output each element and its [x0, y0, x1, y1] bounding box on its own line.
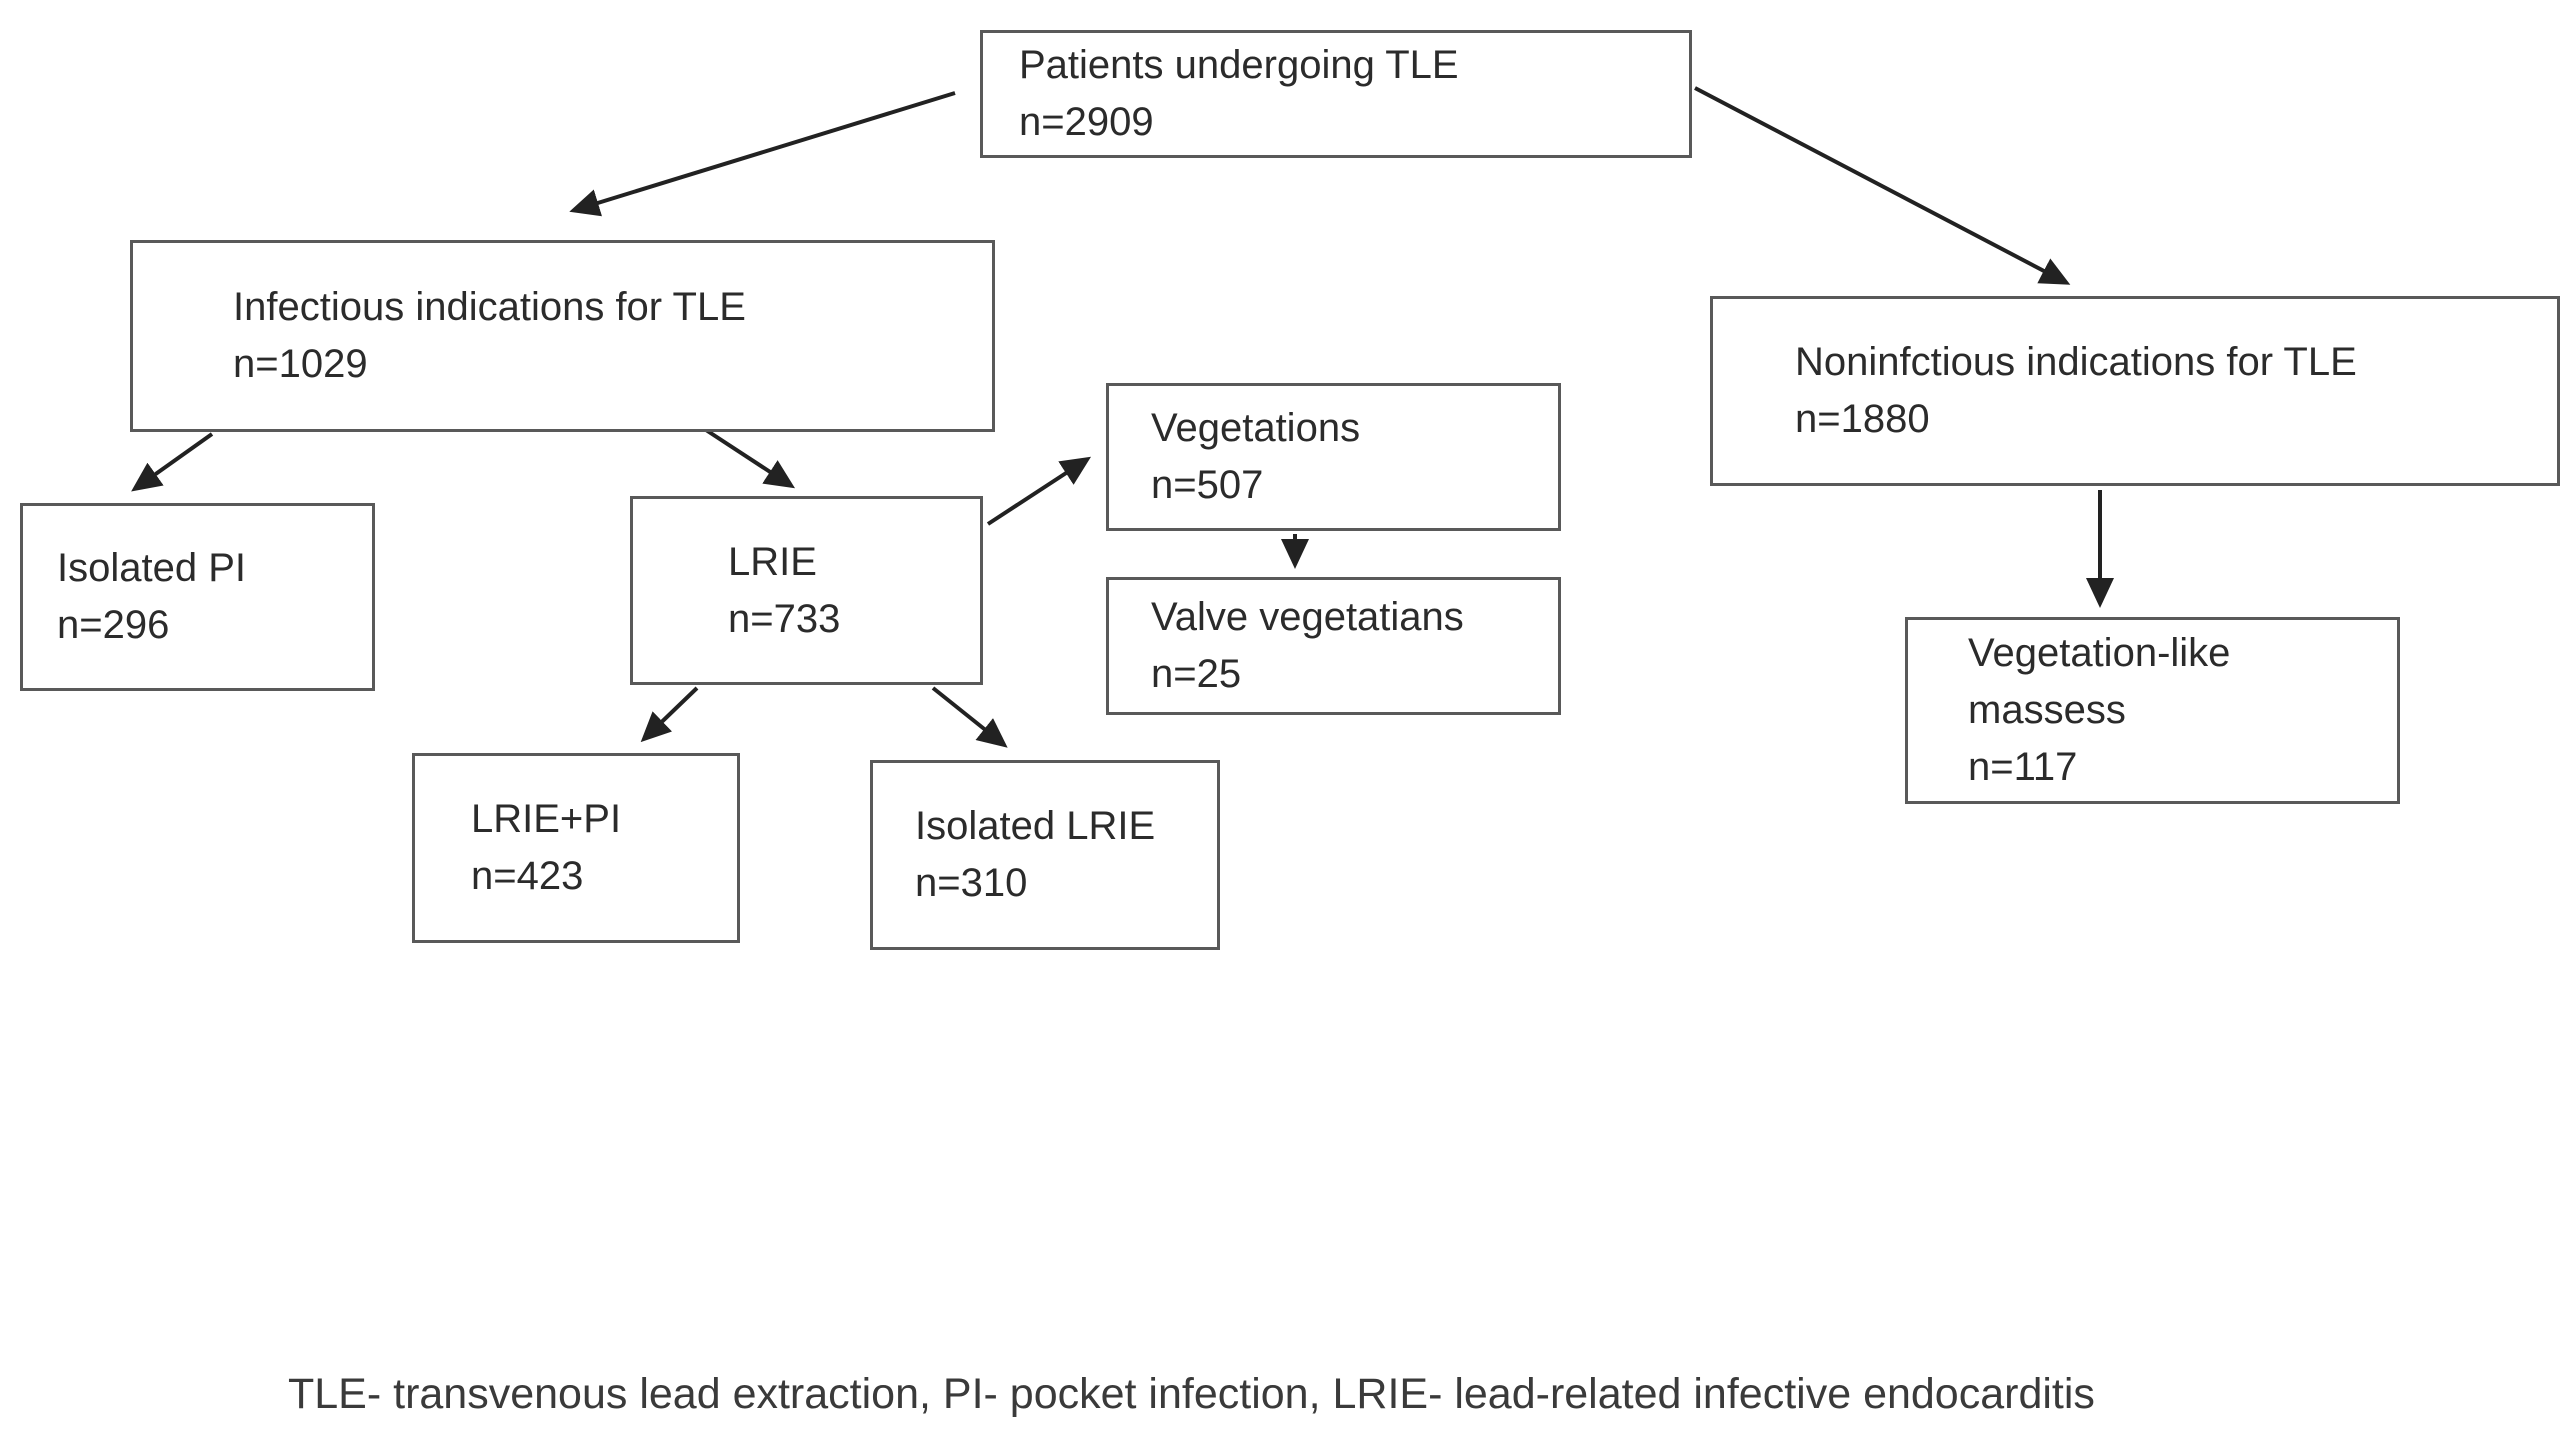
- arrow-patients-to-infectious: [569, 91, 956, 217]
- node-isolated-pi: Isolated PI n=296: [20, 503, 375, 691]
- arrow-infectious-to-isolated-pi: [131, 432, 214, 492]
- node-label: LRIE+PI: [471, 797, 622, 842]
- node-count: n=310: [915, 861, 1028, 905]
- arrow-lrie-to-lrie-pi: [640, 686, 699, 743]
- node-noninfectious-indications: Noninfctious indications for TLE n=1880: [1710, 296, 2560, 486]
- node-lrie: LRIE n=733: [630, 496, 983, 685]
- node-count: n=507: [1151, 463, 1264, 507]
- node-vegetations: Vegetations n=507: [1106, 383, 1561, 531]
- arrow-lrie-to-isolated-lrie: [931, 686, 1008, 748]
- node-count: n=296: [57, 603, 170, 647]
- node-vegetation-like-masses: Vegetation-like massess n=117: [1905, 617, 2400, 804]
- arrow-infectious-to-lrie: [704, 428, 796, 489]
- node-count: n=2909: [1019, 100, 1154, 144]
- node-count: n=1880: [1795, 397, 1930, 441]
- node-count: n=1029: [233, 342, 368, 386]
- node-label: Isolated LRIE: [915, 804, 1156, 849]
- node-label: Vegetations: [1151, 406, 1361, 451]
- node-valve-vegetations: Valve vegetatians n=25: [1106, 577, 1561, 715]
- node-label: Noninfctious indications for TLE: [1795, 340, 2357, 385]
- node-infectious-indications: Infectious indications for TLE n=1029: [130, 240, 995, 432]
- node-label: Isolated PI: [57, 546, 247, 591]
- node-count: n=733: [728, 596, 841, 641]
- node-label: Infectious indications for TLE: [233, 285, 746, 330]
- node-isolated-lrie: Isolated LRIE n=310: [870, 760, 1220, 950]
- node-label: LRIE: [728, 539, 817, 584]
- node-count: n=423: [471, 854, 584, 898]
- node-label: Patients undergoing TLE: [1019, 43, 1459, 88]
- arrow-patients-to-noninfectious: [1694, 86, 2071, 285]
- node-count: n=117: [1968, 744, 2078, 789]
- node-lrie-plus-pi: LRIE+PI n=423: [412, 753, 740, 943]
- node-count: n=25: [1151, 652, 1242, 696]
- arrow-lrie-to-vegetations: [986, 456, 1092, 526]
- node-label: Valve vegetatians: [1151, 595, 1464, 640]
- node-label: Vegetation-like massess: [1968, 631, 2231, 733]
- abbreviations-caption: TLE- transvenous lead extraction, PI- po…: [288, 1370, 2095, 1418]
- node-patients-tle: Patients undergoing TLE n=2909: [980, 30, 1692, 158]
